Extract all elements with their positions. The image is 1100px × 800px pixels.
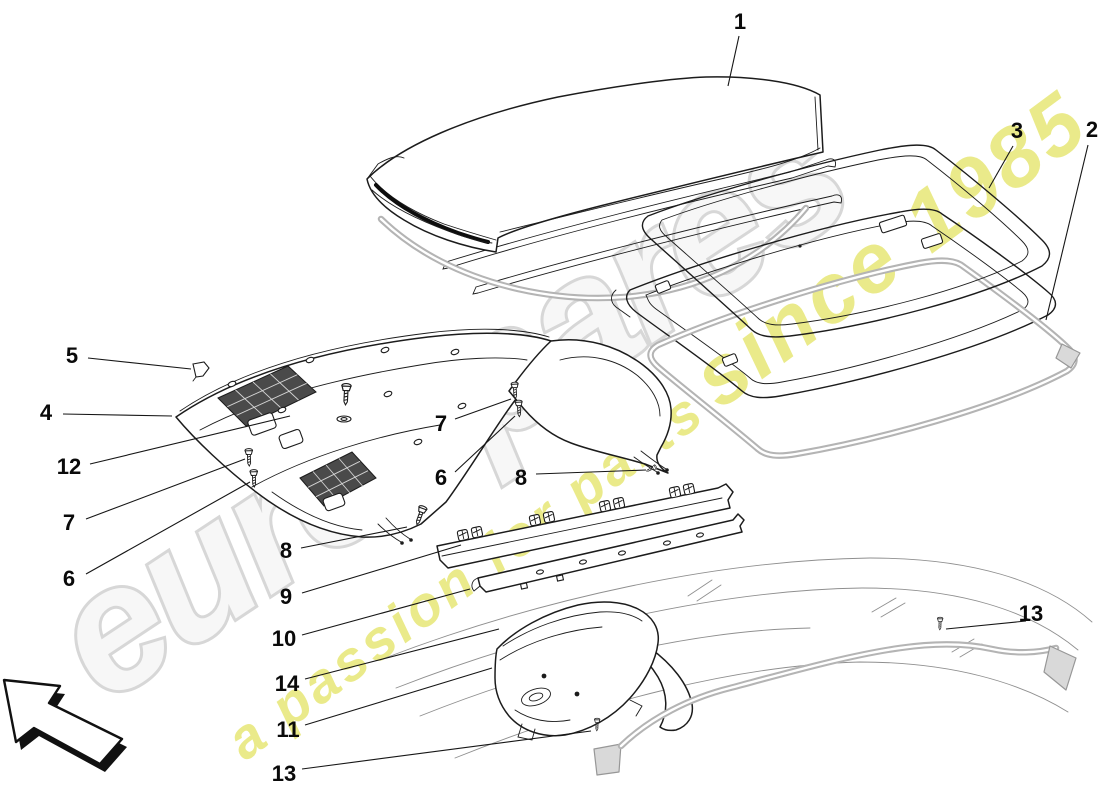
part-label-2[interactable]: 2 — [1085, 117, 1099, 142]
part-glass-roof — [641, 144, 1051, 338]
leader-line-part-3 — [988, 145, 1014, 189]
part-corner-bracket — [494, 601, 694, 741]
leader-line-part-14 — [304, 628, 500, 680]
leader-line-part-11 — [304, 667, 493, 726]
part-label-11[interactable]: 11 — [276, 717, 300, 742]
part-roof-seal-ring — [647, 257, 1081, 459]
leader-line-part-9 — [301, 544, 462, 594]
part-label-14[interactable]: 14 — [274, 671, 300, 696]
part-retainer-strip — [436, 482, 734, 569]
leader-lines — [62, 35, 1089, 770]
part-label-5[interactable]: 5 — [65, 343, 79, 368]
part-label-12[interactable]: 12 — [56, 454, 82, 479]
headliner-grommets — [227, 346, 467, 446]
leader-line-part-8 — [535, 469, 647, 475]
part-headliner — [175, 328, 672, 545]
part-label-8[interactable]: 8 — [279, 538, 293, 563]
leader-line-part-7 — [454, 398, 512, 420]
leader-line-part-2 — [1045, 144, 1089, 321]
direction-arrow-icon — [2, 678, 127, 772]
part-label-8[interactable]: 8 — [514, 465, 528, 490]
part-lower-gasket — [593, 641, 1077, 776]
leader-line-part-5 — [87, 357, 192, 370]
leader-line-part-6 — [454, 415, 516, 473]
part-label-7[interactable]: 7 — [62, 510, 76, 535]
leader-line-part-1 — [727, 35, 740, 87]
part-label-13[interactable]: 13 — [271, 761, 297, 786]
part-label-10[interactable]: 10 — [271, 626, 297, 651]
leader-line-part-10 — [301, 588, 471, 636]
part-label-6[interactable]: 6 — [434, 465, 448, 490]
part-roof-panel — [366, 76, 842, 302]
part-trim-strip — [471, 513, 745, 593]
fasteners — [192, 361, 944, 732]
part-label-13[interactable]: 13 — [1018, 601, 1044, 626]
part-label-4[interactable]: 4 — [39, 400, 53, 425]
part-label-6[interactable]: 6 — [62, 566, 76, 591]
part-label-7[interactable]: 7 — [434, 411, 448, 436]
part-label-1[interactable]: 1 — [733, 9, 747, 34]
part-label-3[interactable]: 3 — [1010, 118, 1024, 143]
part-label-9[interactable]: 9 — [279, 584, 293, 609]
leader-line-part-4 — [62, 413, 173, 417]
clip-fastener-5 — [192, 361, 210, 378]
leader-line-part-8 — [300, 526, 408, 549]
leader-line-part-13 — [945, 620, 1027, 630]
leader-line-part-12 — [89, 415, 291, 465]
leader-line-part-6 — [85, 481, 251, 575]
leader-line-part-13 — [301, 730, 592, 770]
leader-line-part-7 — [85, 458, 246, 520]
